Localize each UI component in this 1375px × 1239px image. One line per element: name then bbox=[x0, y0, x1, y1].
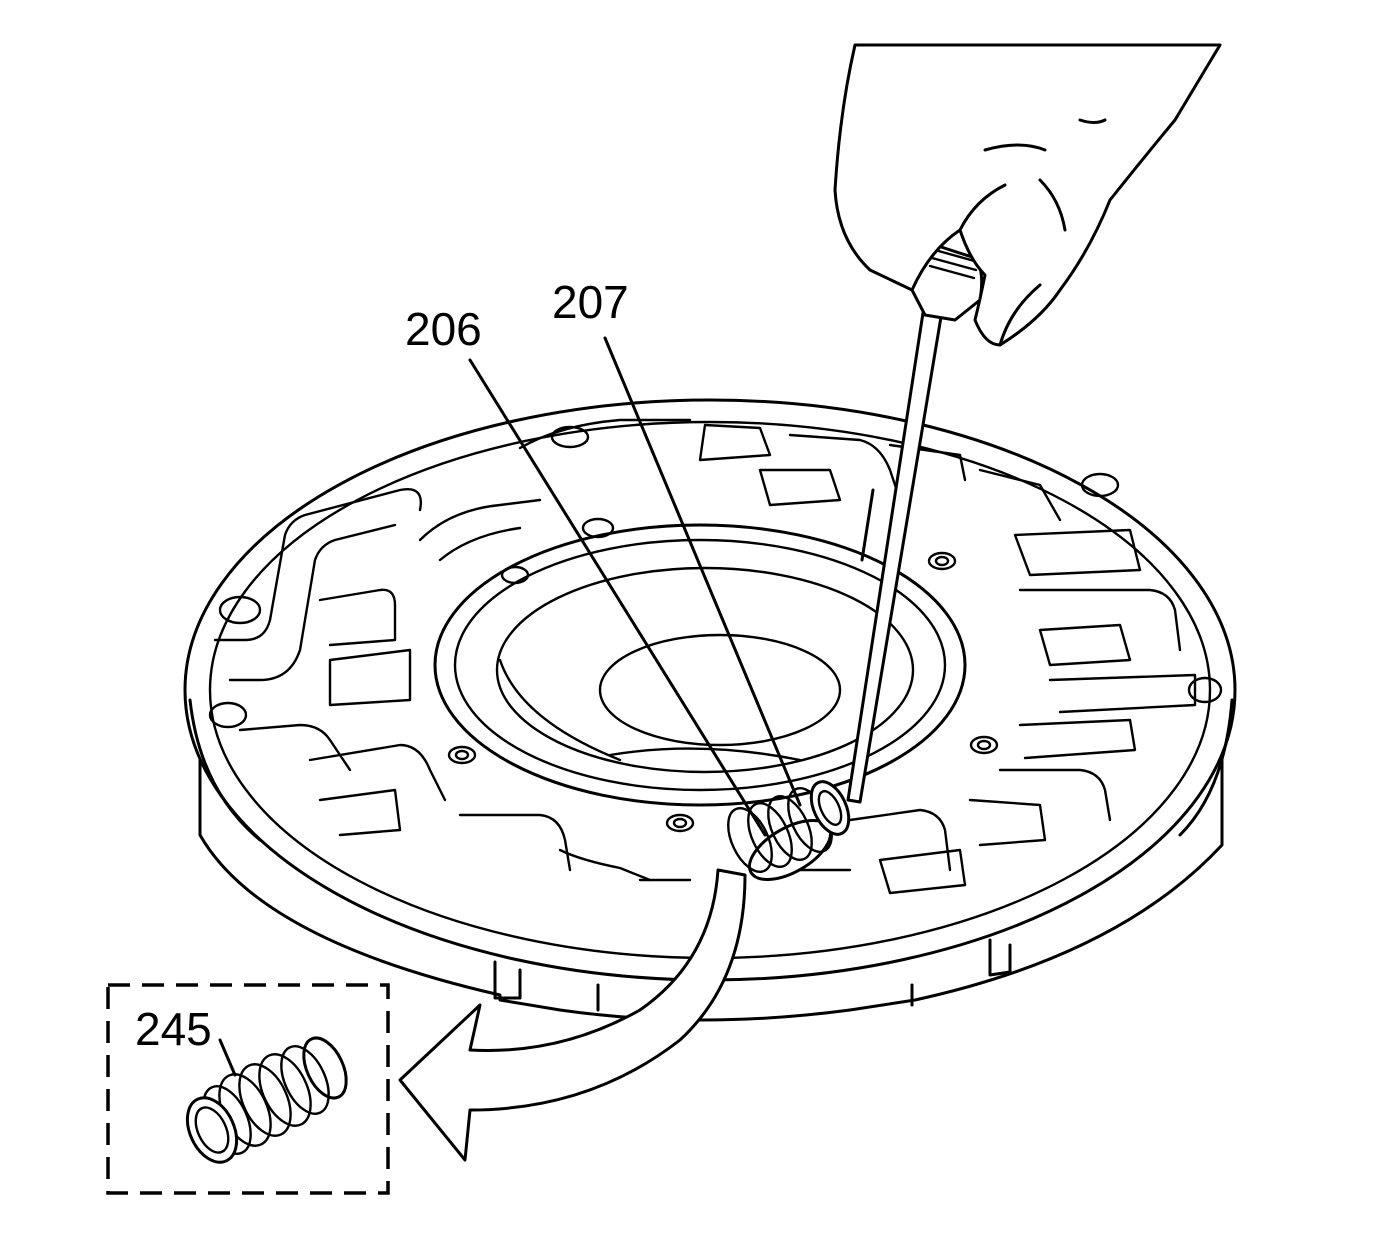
spring-installed bbox=[727, 780, 851, 881]
callout-245: 245 bbox=[135, 1003, 212, 1055]
pump-cover bbox=[183, 398, 1237, 1022]
removal-arrow bbox=[398, 868, 747, 1162]
screwdriver bbox=[846, 243, 984, 804]
callout-207: 207 bbox=[552, 276, 629, 328]
spring-detail bbox=[185, 1036, 348, 1164]
hand bbox=[833, 43, 1222, 347]
detail-box bbox=[106, 983, 390, 1195]
callout-206: 206 bbox=[405, 303, 482, 355]
leader-lines bbox=[218, 336, 802, 1077]
